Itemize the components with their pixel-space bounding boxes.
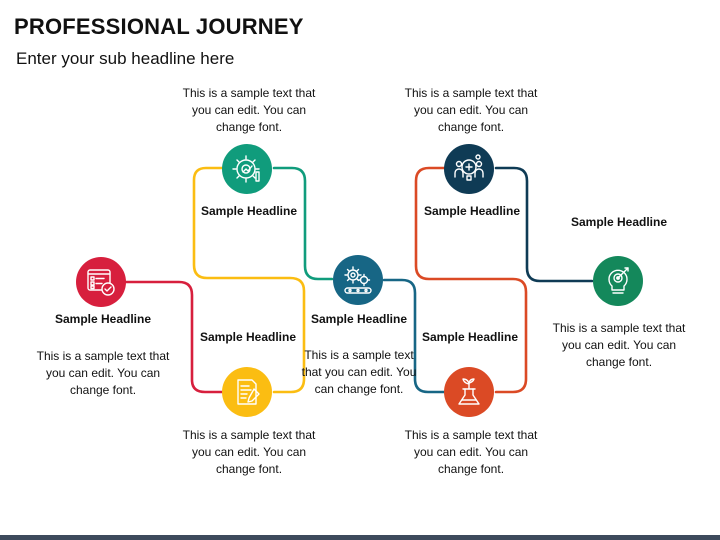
- step-4-headline: Sample Headline: [310, 312, 408, 326]
- step-6-headline: Sample Headline: [421, 330, 519, 344]
- step-4-description: This is a sample text that you can edit.…: [301, 348, 417, 396]
- step-2-description: This is a sample text that you can edit.…: [182, 86, 316, 134]
- target-bulb-icon: [608, 267, 629, 294]
- step-3-description: This is a sample text that you can edit.…: [182, 428, 316, 476]
- step-4-node: [333, 255, 383, 305]
- connector-gold-top: [192, 166, 306, 394]
- document-pen-icon: [237, 379, 260, 405]
- connector-navy: [494, 166, 594, 283]
- step-5-node: [444, 144, 494, 194]
- step-6-description: This is a sample text that you can edit.…: [404, 428, 538, 476]
- checklist-board-icon: [87, 269, 115, 296]
- step-6-node: [444, 367, 494, 417]
- flask-plant-icon: [458, 378, 480, 405]
- step-1-headline: Sample Headline: [54, 312, 152, 326]
- connector-orange: [414, 166, 528, 394]
- step-1-node: [76, 257, 126, 307]
- connector-blue: [382, 278, 446, 394]
- team-idea-icon: [454, 154, 484, 181]
- step-5-headline: Sample Headline: [423, 204, 521, 218]
- step-7-node: [593, 256, 643, 306]
- step-2-node: [222, 144, 272, 194]
- step-3-headline: Sample Headline: [199, 330, 297, 344]
- step-5-description: This is a sample text that you can edit.…: [404, 86, 538, 134]
- step-3-node: [222, 367, 272, 417]
- page-subtitle: Enter your sub headline here: [16, 49, 235, 68]
- step-1-description: This is a sample text that you can edit.…: [36, 349, 170, 397]
- gear-growth-icon: [232, 155, 260, 183]
- step-2-headline: Sample Headline: [200, 204, 298, 218]
- bottom-accent-bar: [0, 535, 720, 540]
- step-7-headline: Sample Headline: [570, 215, 668, 229]
- connector-green: [272, 166, 334, 281]
- connector-red: [122, 280, 224, 394]
- step-7-description: This is a sample text that you can edit.…: [552, 321, 686, 369]
- gears-conveyor-icon: [344, 266, 372, 294]
- page-title: PROFESSIONAL JOURNEY: [14, 14, 304, 39]
